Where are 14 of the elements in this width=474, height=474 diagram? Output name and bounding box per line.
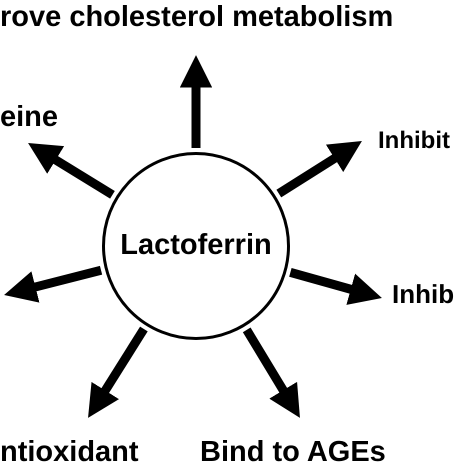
arrow <box>242 328 300 418</box>
arrow <box>88 326 148 418</box>
effect-label: Inhib <box>392 279 454 309</box>
arrow <box>180 55 212 148</box>
arrow <box>4 266 102 303</box>
arrow <box>289 268 382 305</box>
effect-label: eine <box>0 101 58 133</box>
effect-label: Inhibit <box>378 127 450 154</box>
effect-label: rove cholesterol metabolism <box>0 1 394 33</box>
effect-label: ntioxidant <box>0 436 139 468</box>
node-label: Lactoferrin <box>120 230 272 262</box>
arrow <box>28 143 115 199</box>
effect-label: Bind to AGEs <box>200 436 386 468</box>
arrow <box>276 141 362 198</box>
